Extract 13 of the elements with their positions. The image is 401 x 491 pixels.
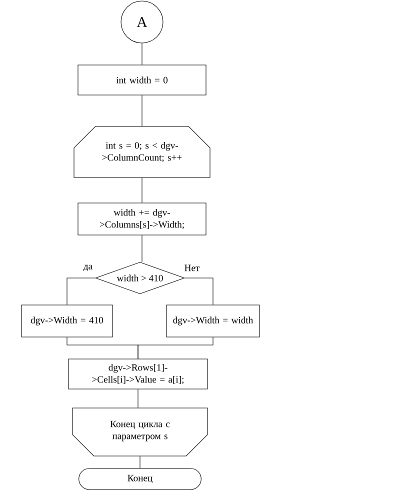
process-box: dgv->Rows[1]->Cells[i]->Value = a[i];: [68, 358, 208, 390]
loop-end-box: Конец цикла с параметром s: [72, 408, 208, 456]
terminal-box: Конец: [78, 468, 202, 490]
connector-line: [138, 337, 214, 359]
edge-label: Нет: [184, 264, 200, 272]
connector-line: [184, 278, 214, 305]
connector-line: [66, 278, 96, 305]
process-box: dgv->Width = 410: [21, 304, 113, 338]
process-box: width += dgv->Columns[s]->Width;: [78, 202, 206, 236]
process-box: dgv->Width = width: [166, 304, 260, 338]
loop-start-box: int s = 0; s < dgv->ColumnCount; s++: [74, 126, 210, 178]
edge-label: да: [83, 264, 92, 272]
process-box: int width = 0: [78, 64, 206, 96]
